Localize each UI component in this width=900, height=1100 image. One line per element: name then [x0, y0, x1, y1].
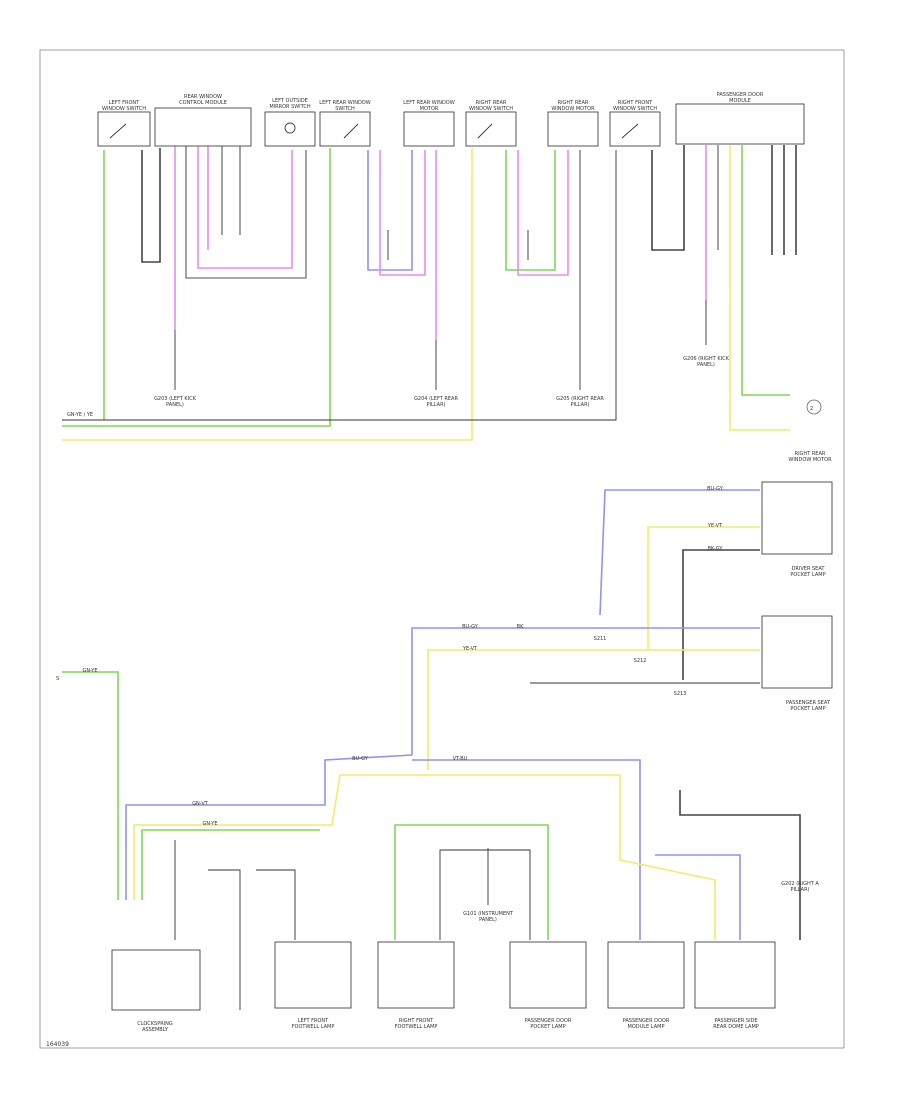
green-wire-bottom-2 — [141, 829, 320, 900]
violet-wire-rr — [517, 150, 569, 276]
blue-wire-bottom — [125, 754, 413, 900]
component-c11 — [761, 481, 833, 555]
green-rail-wire — [62, 148, 331, 427]
component-c8 — [609, 111, 661, 147]
component-c7 — [547, 111, 599, 147]
switch-symbols — [109, 123, 639, 139]
blue-wire-lr — [367, 150, 413, 271]
yellow-wire-pspl — [427, 649, 760, 770]
diagram-label-wire_codes-gn_ye-25: GN-YE — [82, 668, 97, 674]
page-marker-circle — [806, 399, 822, 415]
blue-wire-pspl — [411, 627, 760, 755]
diagram-label-notes-splice_3-34: S213 — [674, 691, 687, 697]
page-frame — [39, 49, 845, 1049]
diagram-label-notes-splice_1-32: S211 — [594, 636, 607, 642]
page-marker: 2 — [810, 406, 813, 412]
component-c5 — [403, 111, 455, 147]
blue-wire-dspl — [599, 489, 760, 616]
blue-wire-pdml — [655, 854, 741, 940]
dark-wire-1 — [141, 148, 161, 263]
green-wire-rr — [505, 150, 556, 271]
component-c18 — [607, 941, 685, 1009]
component-c6 — [465, 111, 517, 147]
green-wire-bottom-left — [62, 671, 119, 900]
component-c16 — [377, 941, 455, 1009]
component-c13 — [694, 941, 776, 1009]
violet-wire-2 — [197, 145, 293, 269]
thin-rail-rf — [62, 150, 617, 421]
component-c9 — [675, 103, 805, 145]
diagram-label-wire_codes-bu_gy-29: BU-GY — [462, 624, 479, 630]
diagram-label-wire_codes-ye_vt-27: YE-VT — [707, 523, 723, 529]
wires-top-section — [62, 145, 797, 441]
dark-wire-pdml — [679, 790, 801, 940]
yellow-rail-wire — [62, 148, 473, 441]
dark-wire-rf — [651, 145, 685, 251]
violet-wire-lr — [379, 150, 426, 276]
thin-wire-ground — [208, 869, 241, 1010]
wires-middle-section — [411, 481, 833, 770]
figure-id: 164039 — [46, 1041, 69, 1048]
diagram-label-wire_codes-bu_gy-26: BU-GY — [707, 486, 724, 492]
thin-wire-pjb — [256, 869, 296, 940]
diagram-label-wire_codes-bk-31: BK — [517, 624, 524, 630]
yellow-wire-c9 — [729, 145, 790, 431]
diagram-label-wire_codes-ye_vt-30: YE-VT — [462, 646, 478, 652]
diagram-label-wire_codes-vt_bu-37: VT-BU — [453, 756, 468, 762]
yellow-wire-bottom — [133, 774, 716, 940]
yellow-wire-dspl — [647, 526, 760, 650]
diagram-label-wire_codes-gn_ye-36: GN-YE — [202, 821, 217, 827]
blue-wire-bottom-2 — [412, 759, 641, 940]
component-c12 — [761, 615, 833, 689]
dark-wire-dspl — [682, 549, 760, 680]
connector-marker: S — [56, 676, 59, 682]
component-c17 — [509, 941, 587, 1009]
component-c2 — [154, 107, 252, 147]
wires-bottom-section — [62, 671, 801, 1011]
diagram-label-notes-left_rail-24: GN-YE / YE — [67, 412, 93, 418]
component-c1 — [97, 111, 151, 147]
diagram-label-wire_codes-bu_gy-38: BU-GY — [352, 756, 369, 762]
green-wire-c9 — [741, 145, 790, 396]
diagram-label-wire_codes-gn_vt-35: GN-VT — [192, 801, 209, 807]
components-top — [97, 103, 805, 147]
component-c14 — [111, 949, 201, 1011]
gray-wire-1 — [185, 145, 307, 279]
thin-wire-footwell — [439, 849, 531, 940]
diagram-label-notes-splice_2-33: S212 — [634, 658, 647, 664]
component-c15 — [274, 941, 352, 1009]
diagram-label-wire_codes-bk_gy-28: BK-GY — [708, 546, 724, 552]
mirror-switch-symbol — [284, 122, 296, 134]
component-c4 — [319, 111, 371, 147]
green-wire-footwell — [394, 824, 549, 940]
